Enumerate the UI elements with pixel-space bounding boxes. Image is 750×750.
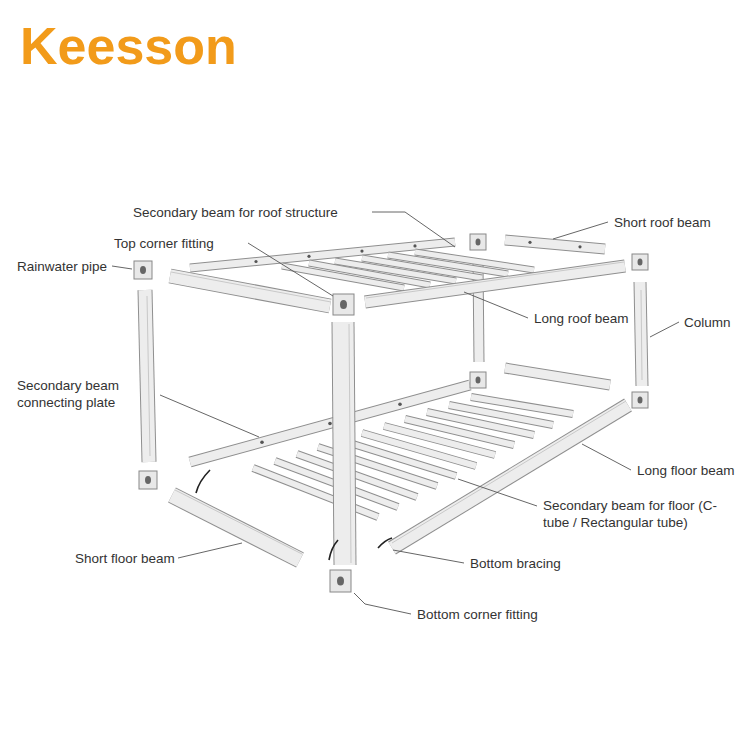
beam-edge	[171, 272, 331, 302]
fitting-hole	[145, 476, 151, 484]
bolt-hole	[254, 260, 257, 263]
left-column	[145, 290, 150, 462]
leader-line	[464, 292, 528, 318]
corner-fitting	[139, 471, 157, 489]
bolt-hole	[307, 255, 310, 258]
leader-line	[354, 593, 411, 614]
leader-line	[112, 266, 132, 269]
leader-line	[248, 243, 333, 296]
left-roof-beam	[170, 272, 331, 306]
corner-fitting	[632, 392, 648, 408]
leader-line	[178, 543, 242, 558]
bolt-hole	[360, 250, 363, 253]
beam-edge	[366, 262, 624, 298]
leader-line	[458, 479, 537, 506]
part-label: Top corner fitting	[114, 235, 214, 252]
corner-fitting	[333, 294, 354, 315]
corner-fitting	[330, 570, 351, 592]
brand-logo: Keesson	[20, 18, 237, 74]
bracing-symbol	[196, 470, 210, 493]
beam-body	[505, 368, 610, 385]
beam-outline	[365, 266, 625, 302]
part-label: Column	[684, 314, 731, 331]
right-floor-beam	[505, 368, 610, 385]
fitting-hole	[340, 300, 347, 309]
front-column	[343, 322, 351, 565]
connecting-plate-hole	[328, 422, 332, 426]
floor-secondary-beam	[405, 419, 514, 445]
bolt-hole	[578, 245, 581, 248]
leader-line	[372, 212, 455, 247]
connecting-plate-hole	[260, 440, 264, 444]
roof-secondary-beam	[415, 252, 534, 270]
corner-fitting	[470, 234, 486, 250]
floor-secondary-body	[253, 397, 573, 517]
beam-body	[170, 276, 330, 306]
part-label: Bottom bracing	[470, 555, 561, 572]
part-label: Secondary beam for roof structure	[133, 204, 338, 221]
column-edge	[147, 296, 150, 456]
connecting-plate-hole	[398, 403, 402, 407]
corner-fitting	[470, 372, 486, 388]
leader-lines	[112, 212, 679, 614]
leader-line	[650, 322, 679, 337]
floor-secondary-beam	[471, 397, 573, 414]
fitting-hole	[140, 266, 146, 274]
floor-secondary-outline	[253, 397, 573, 517]
beam-body	[505, 240, 605, 249]
column-body	[145, 290, 149, 462]
fitting-hole	[638, 259, 643, 266]
part-label: Long floor beam	[637, 462, 735, 479]
part-label: Long roof beam	[534, 310, 629, 327]
fitting-hole	[638, 397, 643, 404]
column-outline	[343, 322, 345, 565]
beam-outline	[172, 495, 300, 560]
fitting-hole	[337, 577, 344, 586]
column-outline	[640, 282, 642, 386]
bolt-hole	[413, 244, 416, 247]
leader-line	[160, 395, 259, 437]
beam-body	[365, 266, 625, 302]
leader-line	[553, 222, 608, 239]
beam-body	[172, 495, 300, 560]
right-column	[640, 282, 642, 386]
part-label: Short floor beam	[75, 550, 175, 567]
beam-outline	[505, 368, 610, 385]
beam-edge	[175, 490, 302, 554]
column-body	[343, 322, 345, 565]
bracing-symbol	[378, 538, 392, 548]
column-outline	[145, 290, 149, 462]
bolt-hole	[528, 241, 531, 244]
front-roof-beam	[365, 262, 625, 302]
column-body	[640, 282, 642, 386]
column-edge	[641, 290, 642, 380]
beam-outline	[170, 276, 330, 306]
left-floor-beam	[172, 490, 302, 560]
fitting-hole	[476, 239, 481, 246]
beam-outline	[505, 240, 605, 249]
part-label: Bottom corner fitting	[417, 606, 538, 623]
part-label: Secondary beam connecting plate	[17, 377, 145, 411]
leader-line	[393, 550, 464, 563]
right-roof-beam	[505, 240, 605, 249]
corner-fitting	[134, 261, 152, 279]
bracing-symbol	[329, 540, 338, 560]
leader-line	[582, 444, 631, 470]
column-edge	[349, 324, 351, 563]
back-roof-holes	[254, 244, 416, 263]
corner-fittings	[134, 234, 648, 592]
corner-fitting	[632, 254, 648, 270]
part-label: Secondary beam for floor (C-tube / Recta…	[543, 497, 733, 531]
part-label: Rainwater pipe	[17, 258, 107, 275]
floor-secondary-beam	[384, 426, 495, 455]
fitting-hole	[476, 377, 481, 384]
part-label: Short roof beam	[614, 214, 711, 231]
